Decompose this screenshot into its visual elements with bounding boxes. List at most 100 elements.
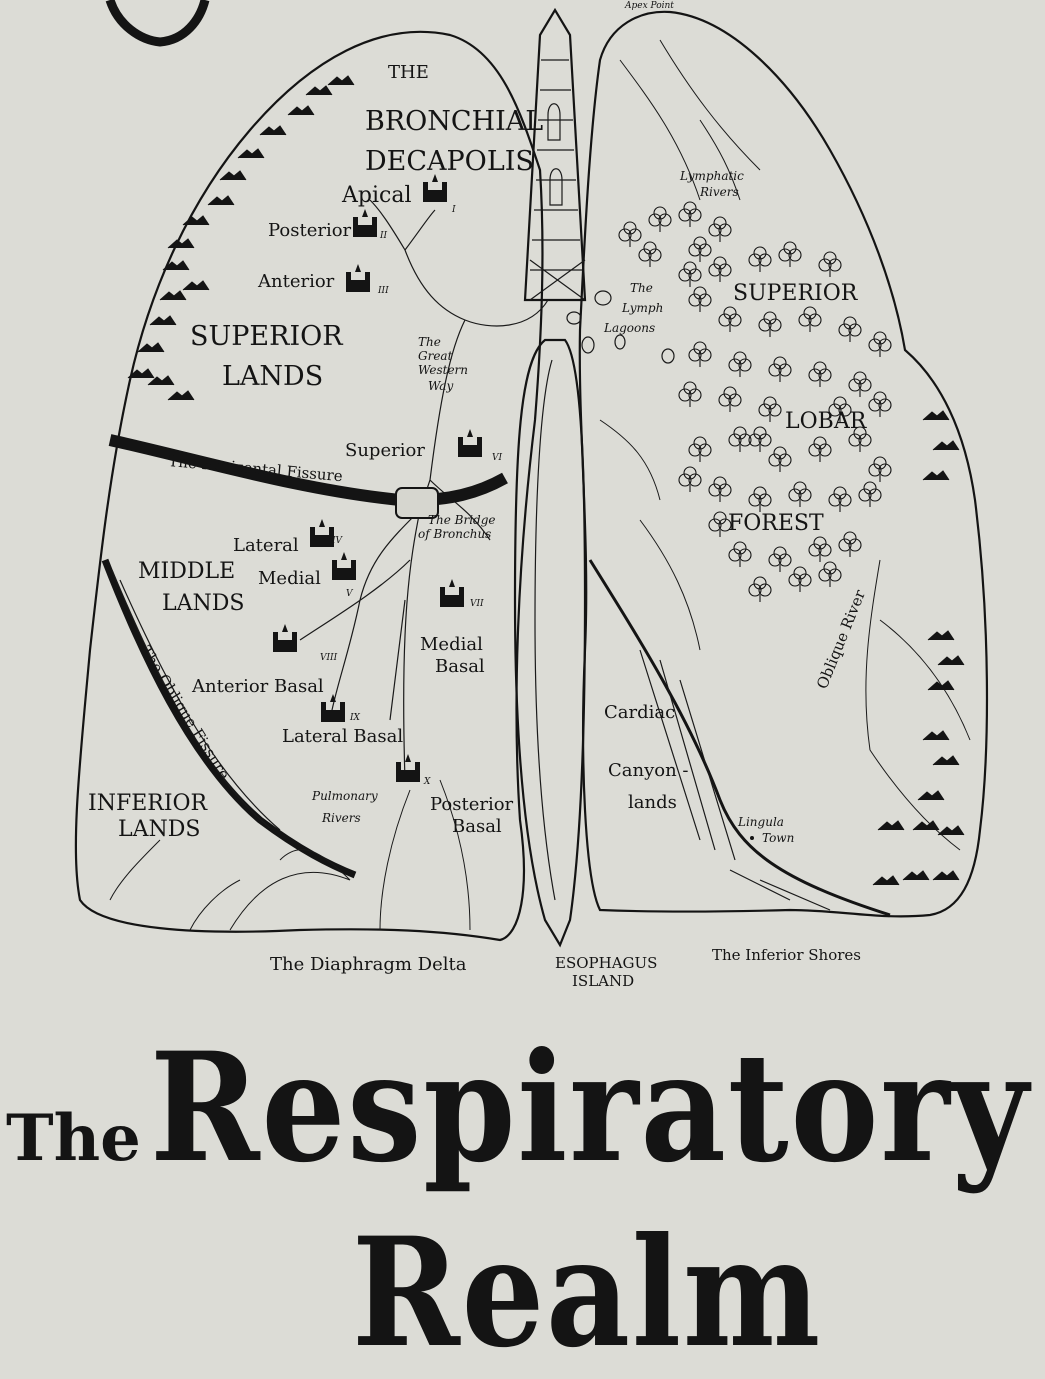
mountain-icon <box>937 825 965 836</box>
numeral-ix: IX <box>349 713 361 723</box>
mountain-icon <box>182 215 210 226</box>
tree-icon <box>758 396 782 422</box>
segment-castles <box>273 174 482 782</box>
horizontal-fissure <box>108 434 508 507</box>
mountain-icon <box>149 315 177 326</box>
middle-lands-label-1: MIDDLE <box>138 559 235 584</box>
tree-icon <box>848 426 872 452</box>
esophagus-island <box>513 338 587 948</box>
mountain-icon <box>917 790 945 801</box>
corner-emblem <box>105 0 210 47</box>
mountain-icon <box>137 342 165 353</box>
tree-icon <box>678 381 702 407</box>
mountain-icon <box>207 195 235 206</box>
tree-icon <box>798 306 822 332</box>
lingula-town-label-2: Town <box>762 831 794 845</box>
tree-icon <box>748 576 772 602</box>
tree-icon <box>828 486 852 512</box>
mountain-icon <box>902 870 930 881</box>
tree-icon <box>688 286 712 312</box>
tree-icon <box>618 221 642 247</box>
great-western-way-label-3: Western <box>418 363 468 377</box>
oblique-fissure <box>101 558 357 879</box>
tree-icon <box>688 341 712 367</box>
castle-icon <box>396 754 420 782</box>
tree-icon <box>858 481 882 507</box>
tree-icon <box>788 481 812 507</box>
lateral-label: Lateral <box>233 535 299 556</box>
left-lung-outline <box>74 30 544 942</box>
esophagus-island-label-2: ISLAND <box>572 972 634 990</box>
tree-icon <box>868 391 892 417</box>
oblique-fissure-label: The Oblique Fissure <box>137 643 234 783</box>
castle-icon <box>440 579 464 607</box>
mountain-icon <box>259 125 287 136</box>
tree-icon <box>768 356 792 382</box>
bronchial-label: BRONCHIAL <box>365 106 543 137</box>
tree-icon <box>838 531 862 557</box>
tree-icon <box>688 436 712 462</box>
castle-icon <box>332 552 356 580</box>
tree-icon <box>808 361 832 387</box>
great-western-way-label-4: Way <box>428 379 453 393</box>
tree-icon <box>818 561 842 587</box>
numeral-i: I <box>451 205 456 215</box>
middle-lands-label-2: LANDS <box>162 591 244 616</box>
mountain-icon <box>927 680 955 691</box>
canyon-label-1: Canyon - <box>608 760 689 781</box>
the-label: THE <box>388 62 429 83</box>
trachea-tower <box>523 7 587 302</box>
tree-icon <box>868 456 892 482</box>
mountain-icon <box>147 375 175 386</box>
mountain-icon <box>922 730 950 741</box>
tree-icon <box>718 306 742 332</box>
superior-lands-label-2: LANDS <box>222 361 323 392</box>
tree-icon <box>678 261 702 287</box>
mountain-icon <box>167 390 195 401</box>
tree-icon <box>818 251 842 277</box>
tree-icon <box>768 446 792 472</box>
mountain-icon <box>182 280 210 291</box>
castle-icon <box>321 694 345 722</box>
apical-label: Apical <box>341 183 411 208</box>
tree-icon <box>638 241 662 267</box>
tree-icon <box>748 426 772 452</box>
tree-icon <box>788 566 812 592</box>
tree-icon <box>708 476 732 502</box>
numeral-iii: III <box>377 286 389 296</box>
mountain-ranges <box>127 75 965 886</box>
mountain-icon <box>305 85 333 96</box>
bridge-label-2: of Bronchus <box>418 527 491 541</box>
pulmonary-rivers <box>109 779 471 931</box>
tree-icon <box>718 386 742 412</box>
inferior-lands-label-1: INFERIOR <box>88 791 209 816</box>
tree-icon <box>828 396 852 422</box>
tree-icon <box>758 311 782 337</box>
numeral-vi: VI <box>492 453 502 463</box>
apex-point-label: Apex Point <box>624 1 674 11</box>
lymphatic-rivers-label-1: Lymphatic <box>679 169 744 183</box>
numeral-x: X <box>423 777 431 787</box>
tree-icon <box>808 436 832 462</box>
castle-icon <box>423 174 447 202</box>
lymphatic-rivers <box>599 39 971 851</box>
mountain-icon <box>872 875 900 886</box>
tree-icon <box>708 216 732 242</box>
superior-segment-label: Superior <box>345 440 425 461</box>
castle-icon <box>458 429 482 457</box>
tree-icon <box>778 241 802 267</box>
right-oblique-fissure <box>588 559 891 917</box>
posterior-basal-label-2: Basal <box>452 816 502 837</box>
superior-lobar-forest-label-3: FOREST <box>728 511 824 536</box>
lymph-lagoons-label-3: Lagoons <box>603 321 655 335</box>
tree-icon <box>728 541 752 567</box>
great-western-way-label-1: The <box>418 335 441 349</box>
numeral-ii: II <box>379 231 388 241</box>
mountain-icon <box>922 470 950 481</box>
numeral-viii: VIII <box>320 653 338 663</box>
castle-icon <box>310 519 334 547</box>
tree-icon <box>838 316 862 342</box>
lymph-lagoons <box>566 290 675 364</box>
tree-icon <box>748 486 772 512</box>
